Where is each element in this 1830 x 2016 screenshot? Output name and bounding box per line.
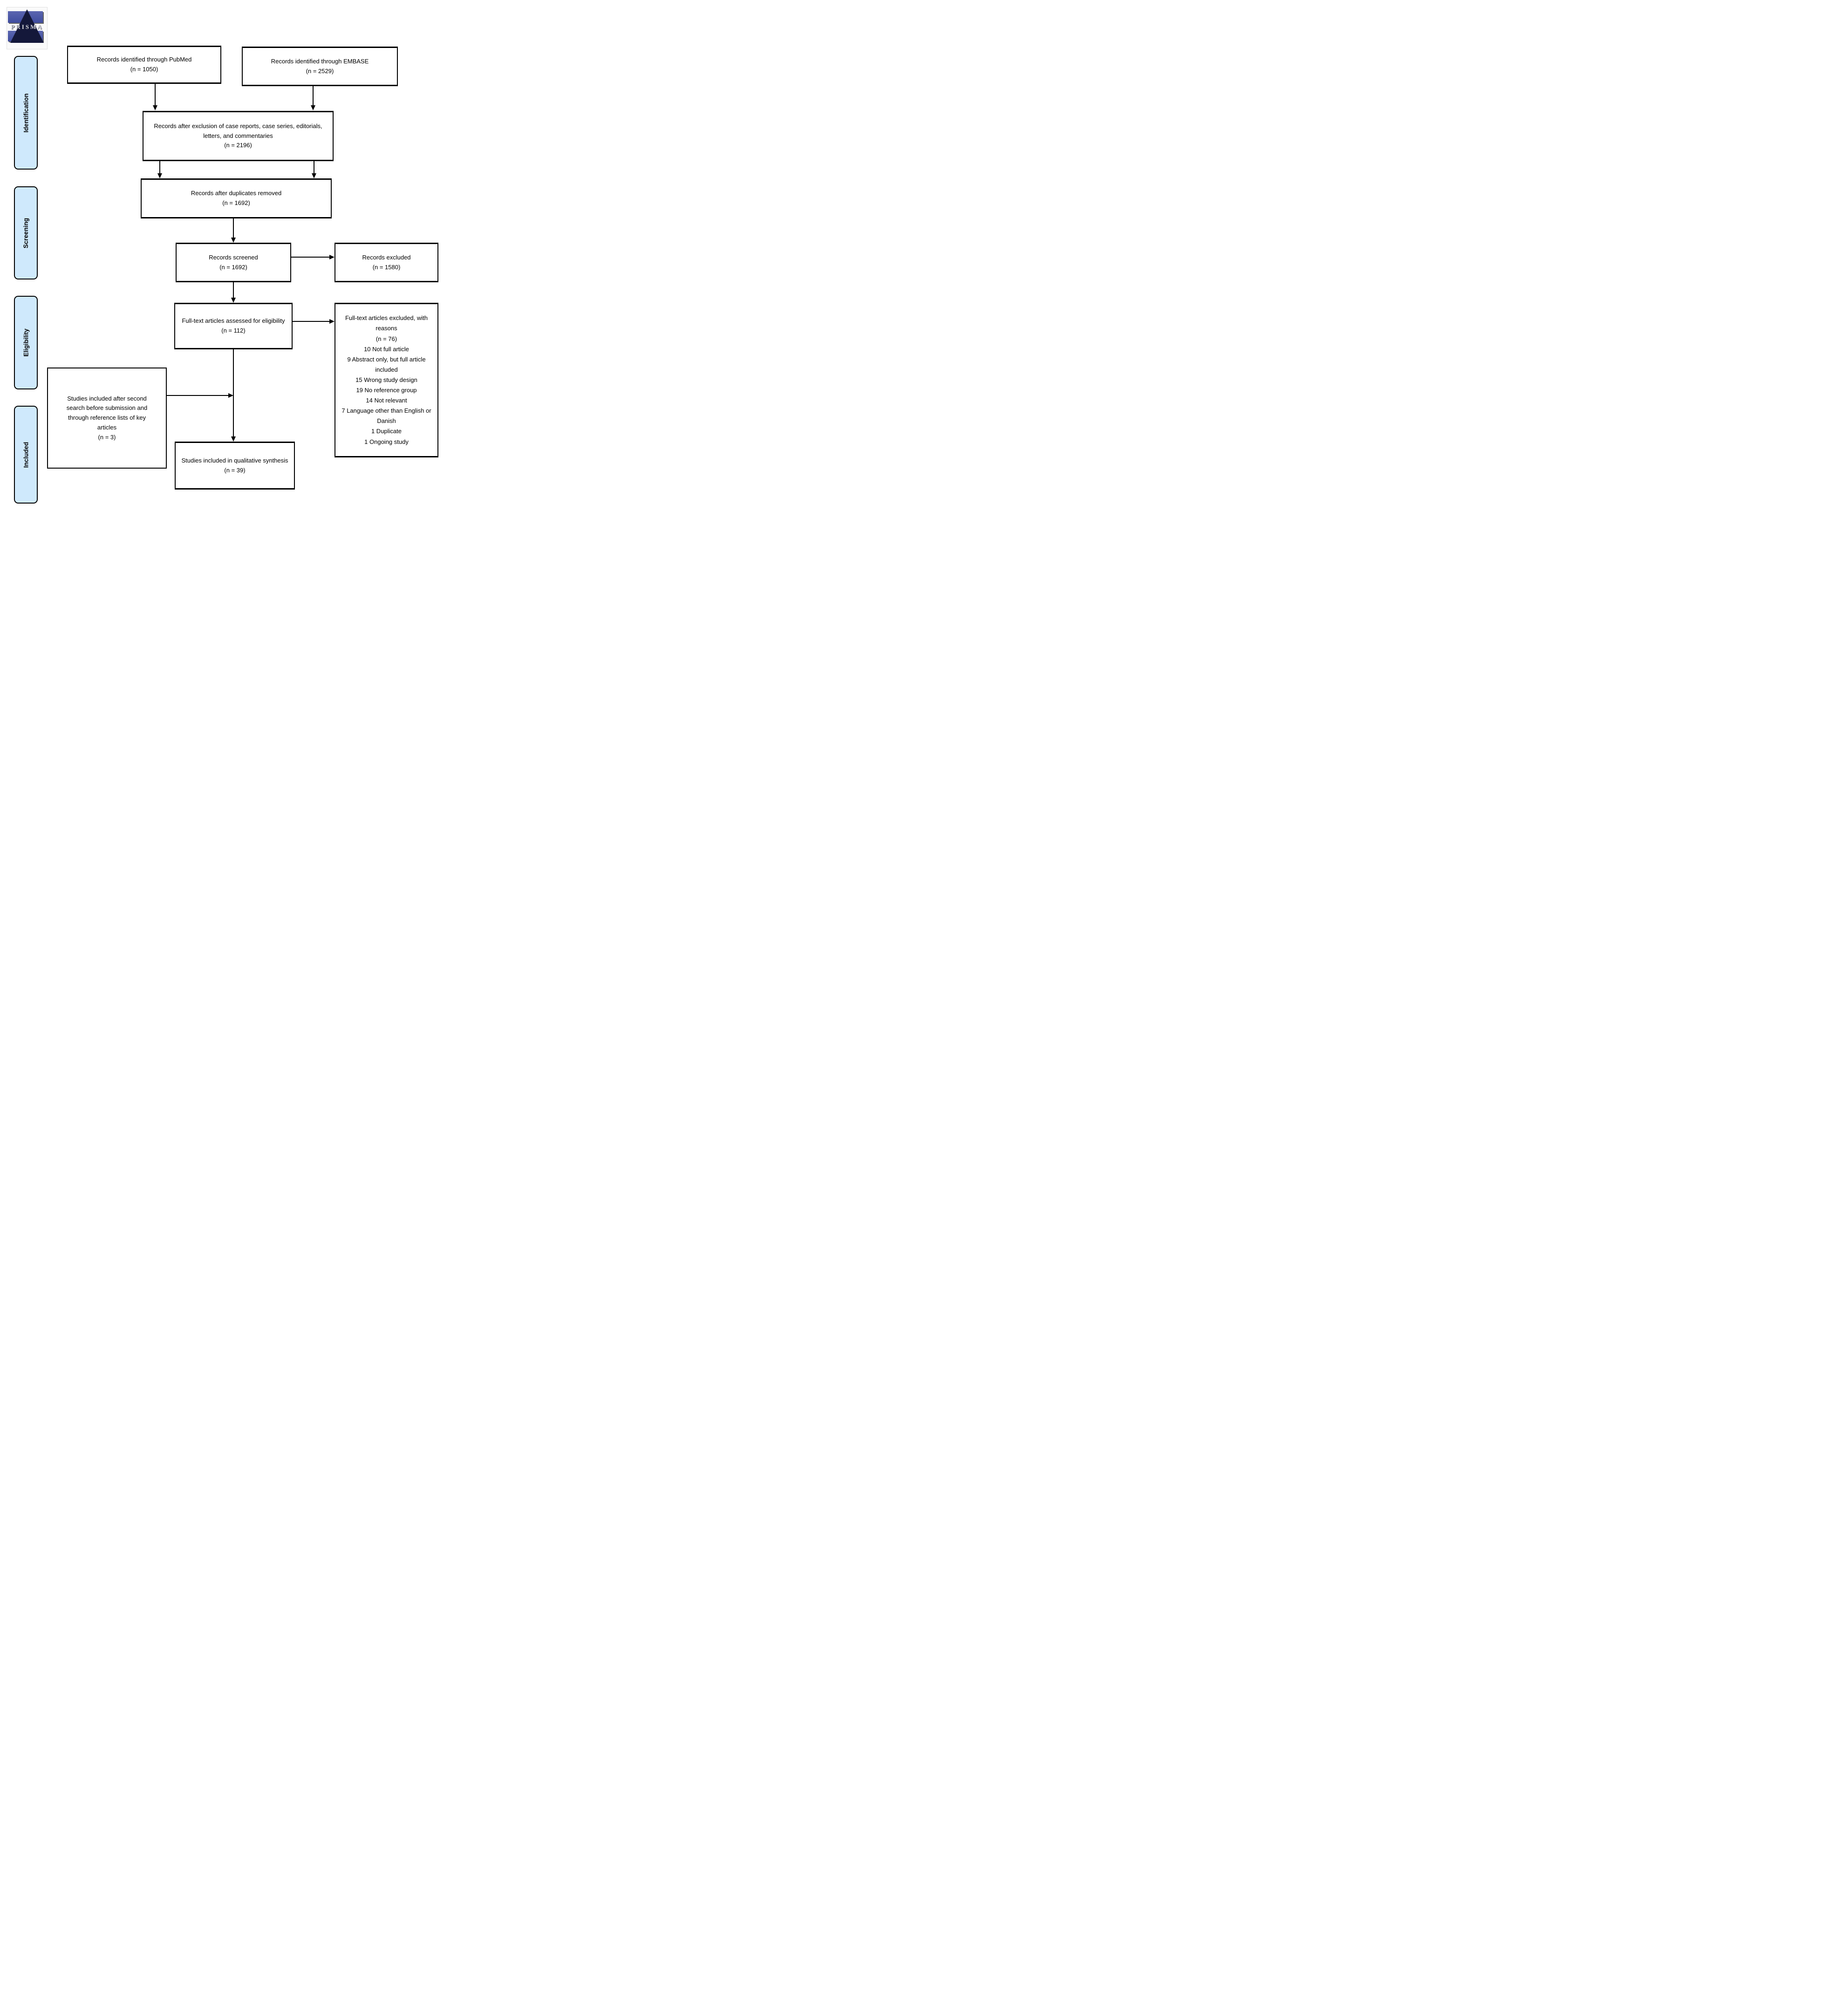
box-count: (n = 1692)	[222, 199, 250, 206]
box-count: (n = 1692)	[219, 263, 247, 271]
box-count: (n = 112)	[221, 327, 246, 334]
box-records-pubmed: Records identified through PubMed (n = 1…	[67, 46, 221, 84]
exclusion-reason: 15 Wrong study design	[355, 376, 417, 383]
connector-merged-to-duplicates-left	[159, 161, 160, 174]
box-records-after-exclusion: Records after exclusion of case reports,…	[143, 111, 334, 161]
exclusion-reason: 1 Ongoing study	[364, 438, 409, 445]
arrow-right-icon	[329, 255, 335, 259]
box-count: (n = 3)	[98, 433, 116, 441]
box-studies-included: Studies included in qualitative synthesi…	[175, 442, 295, 490]
box-count: (n = 2196)	[224, 142, 252, 149]
box-text: Records screened	[209, 253, 258, 261]
connector-second-search-to-included	[167, 395, 229, 396]
arrow-right-icon	[228, 393, 233, 398]
box-text: Records identified through EMBASE	[271, 57, 369, 65]
exclusion-reason: 19 No reference group	[356, 387, 417, 394]
phase-label-included: Included	[14, 406, 38, 504]
arrow-down-icon	[231, 436, 236, 442]
arrow-down-icon	[231, 238, 236, 243]
box-records-after-duplicates: Records after duplicates removed (n = 16…	[141, 178, 332, 218]
box-fulltext-assessed: Full-text articles assessed for eligibil…	[174, 303, 293, 349]
phase-label-eligibility: Eligibility	[14, 296, 38, 389]
box-text: Studies included in qualitative synthesi…	[181, 456, 288, 464]
prisma-logo-text: PRISMA	[11, 23, 43, 30]
phase-label-identification: Identification	[14, 56, 38, 170]
box-text: Full-text articles excluded, with reason…	[345, 314, 428, 332]
prisma-triangle-icon	[10, 9, 44, 43]
connector-pubmed-to-merged	[155, 84, 156, 106]
box-count: (n = 1050)	[130, 66, 158, 73]
exclusion-reason: 1 Duplicate	[371, 428, 402, 435]
arrow-down-icon	[311, 105, 315, 110]
box-records-embase: Records identified through EMBASE (n = 2…	[242, 47, 398, 86]
arrow-down-icon	[157, 173, 162, 178]
box-text: Records after duplicates removed	[191, 190, 282, 197]
box-studies-second-search: Studies included after second search bef…	[47, 368, 167, 469]
box-text: Records after exclusion of case reports,…	[154, 122, 322, 139]
box-fulltext-excluded: Full-text articles excluded, with reason…	[335, 303, 438, 457]
exclusion-reason: 10 Not full article	[364, 345, 409, 353]
box-count: (n = 39)	[224, 466, 246, 474]
exclusion-reason: 7 Language other than English or Danish	[341, 407, 431, 425]
phase-label-text: Included	[22, 442, 30, 468]
box-records-excluded: Records excluded (n = 1580)	[335, 243, 438, 282]
phase-label-text: Identification	[22, 93, 29, 132]
arrow-down-icon	[231, 298, 236, 303]
phase-label-text: Screening	[22, 218, 29, 248]
exclusion-reason: 14 Not relevant	[366, 397, 407, 404]
connector-duplicates-to-screened	[233, 218, 234, 238]
arrow-right-icon	[329, 319, 335, 324]
box-text: Studies included after second search bef…	[66, 395, 148, 431]
prisma-logo: PRISMA	[7, 7, 48, 49]
box-count: (n = 2529)	[306, 67, 334, 75]
connector-screened-to-excluded	[291, 257, 330, 258]
box-records-screened: Records screened (n = 1692)	[176, 243, 291, 282]
box-text: Full-text articles assessed for eligibil…	[182, 317, 285, 325]
connector-fulltext-to-included	[233, 349, 234, 437]
box-count: (n = 1580)	[372, 263, 401, 271]
connector-embase-to-merged	[313, 86, 314, 106]
box-count: (n = 76)	[376, 335, 397, 342]
prisma-flow-diagram: PRISMA Identification Screening Eligibil…	[0, 0, 458, 504]
phase-label-text: Eligibility	[22, 328, 30, 357]
arrow-down-icon	[153, 105, 157, 110]
connector-screened-to-fulltext	[233, 282, 234, 298]
box-text: Records identified through PubMed	[96, 56, 192, 63]
connector-fulltext-to-excluded-reasons	[293, 321, 330, 322]
phase-label-screening: Screening	[14, 186, 38, 279]
exclusion-reason: 9 Abstract only, but full article includ…	[347, 355, 426, 373]
arrow-down-icon	[312, 173, 316, 178]
box-text: Records excluded	[362, 253, 411, 261]
